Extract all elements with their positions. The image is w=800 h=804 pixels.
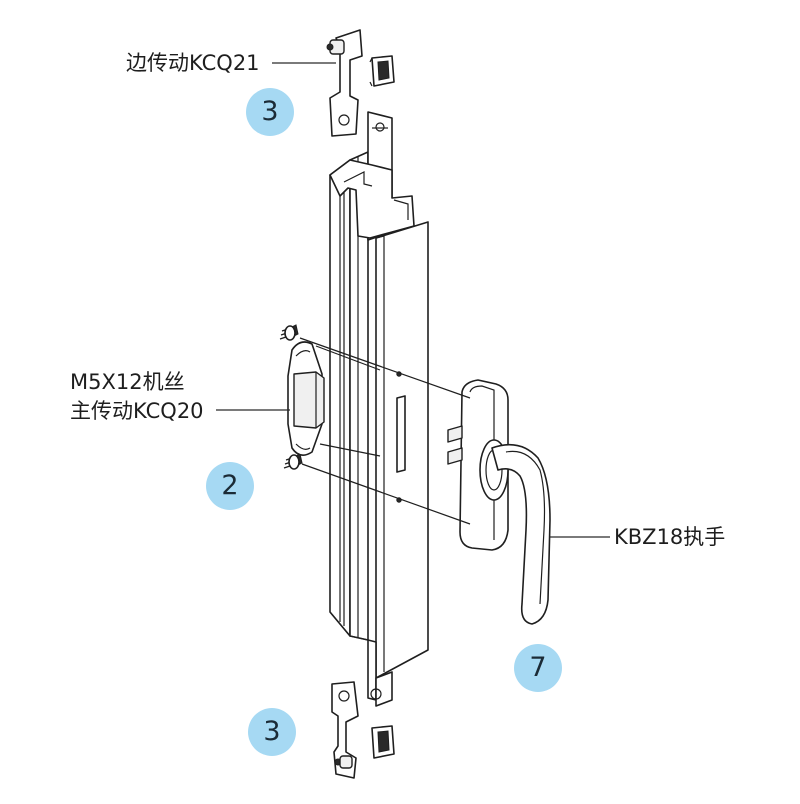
bottom-side-drive-part bbox=[331, 681, 359, 779]
top-side-drive-part bbox=[326, 29, 363, 137]
badge-main-drive: 2 bbox=[206, 462, 254, 510]
badge-bottom-side-drive: 3 bbox=[248, 708, 296, 756]
badge-handle: 7 bbox=[514, 644, 562, 692]
handle-label: KBZ18执手 bbox=[614, 525, 726, 549]
screw-top bbox=[279, 324, 299, 341]
handle-part bbox=[447, 379, 551, 625]
bottom-connector-block bbox=[371, 725, 395, 759]
aluminum-profile bbox=[329, 111, 429, 707]
screw-label: M5X12机丝 bbox=[70, 370, 185, 394]
screw-bottom bbox=[283, 453, 303, 470]
side-drive-label: 边传动KCQ21 bbox=[126, 51, 260, 75]
top-connector-block bbox=[369, 55, 395, 87]
main-drive-label: 主传动KCQ20 bbox=[70, 399, 204, 423]
main-drive-part bbox=[287, 341, 325, 456]
assembly-guide-lines bbox=[299, 337, 471, 525]
badge-top-side-drive: 3 bbox=[246, 88, 294, 136]
